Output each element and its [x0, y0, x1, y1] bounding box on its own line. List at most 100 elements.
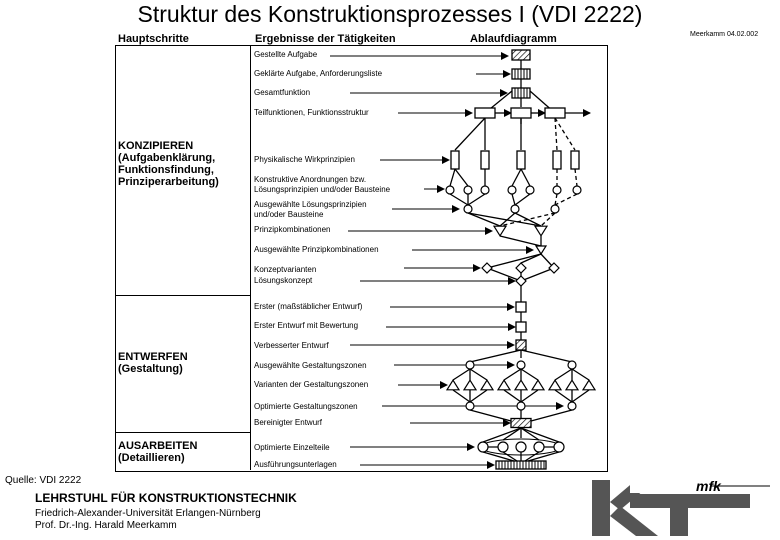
teilfunktion-box	[474, 107, 496, 119]
result-ausgewaehlte-prinzipkombinationen: Ausgewählte Prinzipkombinationen	[254, 245, 379, 254]
ausgewaehlt-circle	[550, 204, 560, 214]
footer-professor: Prof. Dr.-Ing. Harald Meerkamm	[35, 520, 177, 531]
header-results: Ergebnisse der Tätigkeiten	[255, 33, 396, 45]
konzeptvariante-diamond	[548, 262, 560, 274]
flow-edge	[467, 212, 542, 227]
flow-edge	[469, 389, 488, 403]
result-ausfuehrungsunterlagen: Ausführungsunterlagen	[254, 460, 337, 469]
flow-edge	[499, 212, 556, 227]
flow-edge	[449, 168, 456, 187]
flow-edge	[511, 168, 522, 187]
column-divider	[250, 45, 251, 470]
flow-edge	[502, 451, 518, 462]
gestaltungsvariante-triangle	[462, 379, 478, 391]
wirkprinzip-box	[552, 150, 562, 170]
einzelteil-circle	[553, 441, 565, 453]
loesungsprinzip-circle	[572, 185, 582, 195]
flow-edge	[554, 389, 573, 403]
wirkprinzip-box	[450, 150, 460, 170]
result-verbesserter-entwurf: Verbesserter Entwurf	[254, 341, 329, 350]
flow-edge	[520, 368, 539, 381]
prinzipkombination-triangle	[533, 225, 549, 237]
phase-divider-1	[115, 295, 251, 296]
result-wirkprinzipien: Physikalische Wirkprinzipien	[254, 155, 355, 164]
flow-edge	[511, 193, 516, 206]
konzeptvariante-diamond	[481, 262, 493, 274]
flow-edge	[520, 389, 539, 403]
wirkprinzip-box	[480, 150, 490, 170]
flow-edge	[520, 267, 555, 282]
flow-edge	[554, 117, 558, 151]
ausgewaehlte-kombination-triangle	[534, 245, 548, 256]
result-varianten-gestaltungszonen: Varianten der Gestaltungszonen	[254, 380, 369, 389]
flow-edge	[499, 235, 542, 247]
gestaltungszone-circle	[516, 360, 526, 370]
flow-edge	[554, 117, 576, 151]
flow-edge	[469, 349, 522, 363]
einzelteil-circle	[515, 441, 527, 453]
phase-ausarbeiten: AUSARBEITEN (Detaillieren)	[118, 440, 198, 464]
loesungsprinzip-circle	[525, 185, 535, 195]
flow-edge	[454, 168, 469, 187]
flow-edge	[520, 427, 560, 443]
flow-edge	[520, 427, 540, 441]
einzelteil-circle	[497, 441, 509, 453]
flow-edge	[540, 212, 556, 227]
optimierte-zone-circle	[465, 401, 475, 411]
flow-edge	[486, 253, 542, 269]
result-teilfunktionen: Teilfunktionen, Funktionsstruktur	[254, 108, 369, 117]
flow-edge	[502, 427, 522, 441]
result-optimierte-gestaltungszonen: Optimierte Gestaltungszonen	[254, 402, 358, 411]
ausgewaehlt-circle	[463, 204, 473, 214]
loesungsprinzip-circle	[463, 185, 473, 195]
ausgewaehlt-circle	[510, 204, 520, 214]
result-entwurf-bewertung: Erster Entwurf mit Bewertung	[254, 321, 359, 330]
flow-edge	[524, 451, 540, 462]
flow-edge	[514, 193, 531, 206]
loesungsprinzip-circle	[507, 185, 517, 195]
flow-edge	[527, 451, 560, 462]
flow-edge	[554, 193, 578, 206]
teilfunktion-box	[510, 107, 532, 119]
gestaltungsvariante-triangle	[496, 379, 512, 391]
header-flow: Ablaufdiagramm	[470, 33, 557, 45]
date-stamp: Meerkamm 04.02.002	[690, 31, 759, 38]
result-erster-entwurf: Erster (maßstäblicher Entwurf)	[254, 302, 363, 311]
flow-edge	[499, 212, 516, 227]
result-anordnungen: Konstruktive Anordnungen bzw.Lösungsprin…	[254, 175, 391, 194]
loesungsprinzip-circle	[480, 185, 490, 195]
result-einzelteile: Optimierte Einzelteile	[254, 443, 330, 452]
einzelteil-circle	[533, 441, 545, 453]
gestaltungszone-circle	[567, 360, 577, 370]
flow-edge	[467, 193, 486, 206]
flow-edge	[467, 212, 501, 227]
konzeptvariante-diamond	[515, 262, 527, 274]
flow-edge	[452, 389, 471, 403]
svg-text:mfk: mfk	[696, 478, 722, 494]
flow-edge	[574, 168, 578, 187]
result-loesungskonzept: Lösungskonzept	[254, 276, 313, 285]
optimierte-zone-circle	[567, 401, 577, 411]
gestaltungsvariante-triangle	[513, 379, 529, 391]
flow-edge	[503, 389, 522, 403]
loesungskonzept-diamond	[515, 275, 527, 287]
phase-divider-2	[115, 432, 251, 433]
kt-logo: mfk	[570, 472, 770, 538]
flow-edge	[554, 193, 558, 206]
flow-edge	[571, 389, 590, 403]
flow-edge	[571, 368, 590, 381]
gestaltungsvariante-triangle	[581, 379, 597, 391]
flow-edge	[469, 409, 512, 422]
source-note: Quelle: VDI 2222	[5, 475, 82, 486]
verbesserter-entwurf-box	[515, 339, 527, 351]
einzelteil-circle	[477, 441, 489, 453]
phase-entwerfen: ENTWERFEN (Gestaltung)	[118, 351, 188, 375]
flow-edge	[449, 193, 469, 206]
wirkprinzip-box	[516, 150, 526, 170]
header-steps: Hauptschritte	[118, 33, 189, 45]
flow-edge	[520, 349, 573, 363]
teilfunktion-box	[544, 107, 566, 119]
result-konzeptvarianten: Konzeptvarianten	[254, 265, 317, 274]
